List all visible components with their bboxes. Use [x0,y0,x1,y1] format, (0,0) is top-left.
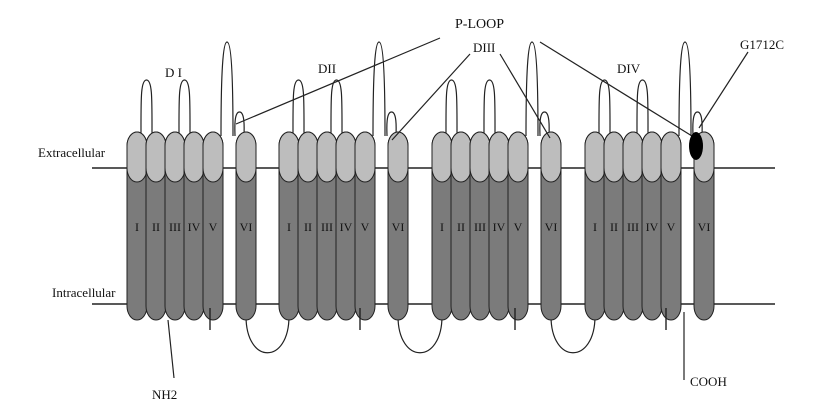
p-loop-arch [525,41,539,137]
segment-3-6: VI [540,131,562,321]
segment-2-4: IV [335,131,357,321]
p-loop-pointer-line [235,37,441,125]
segment-label: V [209,220,218,234]
segment-label: II [152,220,160,234]
segment-label: VI [545,220,558,234]
segment-3-1: I [431,131,453,321]
extracellular-loop [445,79,458,137]
segment-1-3: III [164,131,186,321]
extracellular-loop [178,79,191,137]
segment-label: III [169,220,181,234]
diii-pointer-line [499,53,551,139]
intracellular-linker [397,315,443,354]
n-terminus-label: NH2 [152,387,177,402]
domain-label: DIV [617,61,641,76]
intracellular-label: Intracellular [52,285,116,300]
segment-label: II [610,220,618,234]
extracellular-loop [386,111,397,137]
extracellular-loop-group [140,41,703,137]
segment-label: V [667,220,676,234]
intracellular-linker [245,315,290,354]
p-loop-arch [678,41,692,137]
segment-label: IV [188,220,201,234]
segment-4-2: II [603,131,625,321]
g1712c-label: G1712C [740,37,784,52]
extracellular-loop [598,79,611,137]
p-loop-arch [220,41,234,137]
segment-3-3: III [469,131,491,321]
n-terminus-line [167,319,175,379]
segment-4-6: VI [693,131,715,321]
extracellular-loop [692,111,703,137]
segment-label: I [135,220,139,234]
segment-label: V [361,220,370,234]
segment-4-5: V [660,131,682,321]
segment-4-4: IV [641,131,663,321]
extracellular-loop [539,111,550,137]
segment-3-2: II [450,131,472,321]
segment-2-5: V [354,131,376,321]
segment-label: III [321,220,333,234]
segment-label: III [627,220,639,234]
g1712c-mutation-marker [689,132,703,160]
tail-tick-group [209,308,667,330]
segment-4-3: III [622,131,644,321]
diii-pointer-line [391,53,471,141]
segment-1-4: IV [183,131,205,321]
c-terminus-label: COOH [690,374,727,389]
segment-2-3: III [316,131,338,321]
segment-2-2: II [297,131,319,321]
segment-label: VI [392,220,405,234]
p-loop-pointer-line [539,41,693,137]
segment-1-2: II [145,131,167,321]
segment-1-5: V [202,131,224,321]
segment-3-4: IV [488,131,510,321]
p-loop-arch [372,41,386,137]
extracellular-loop [292,79,305,137]
domain-label-group: D I DII DIII DIV [165,40,641,80]
segment-label: V [514,220,523,234]
extracellular-loop [140,79,153,137]
segment-label: IV [646,220,659,234]
p-loop-pointers [167,37,749,380]
segment-label: IV [493,220,506,234]
segment-label: II [457,220,465,234]
domain-label: DIII [473,40,495,55]
mutation-pointer-line [698,51,749,129]
segment-3-5: V [507,131,529,321]
segment-label: I [593,220,597,234]
extracellular-loop [234,111,245,137]
extracellular-loop [483,79,496,137]
segment-label: VI [240,220,253,234]
segment-2-6: VI [387,131,409,321]
extracellular-loop [330,79,343,137]
segment-2-1: I [278,131,300,321]
intracellular-linker [550,315,596,354]
domain-label: DII [318,61,336,76]
segment-label: I [440,220,444,234]
segment-label: IV [340,220,353,234]
intracellular-linker-group [245,315,596,354]
segment-1-1: I [126,131,148,321]
domain-label: D I [165,65,182,80]
segment-label: VI [698,220,711,234]
extracellular-label: Extracellular [38,145,106,160]
segment-label: III [474,220,486,234]
segment-4-1: I [584,131,606,321]
segment-label: II [304,220,312,234]
segment-1-6: VI [235,131,257,321]
segment-label: I [287,220,291,234]
p-loop-label: P-LOOP [455,17,504,32]
